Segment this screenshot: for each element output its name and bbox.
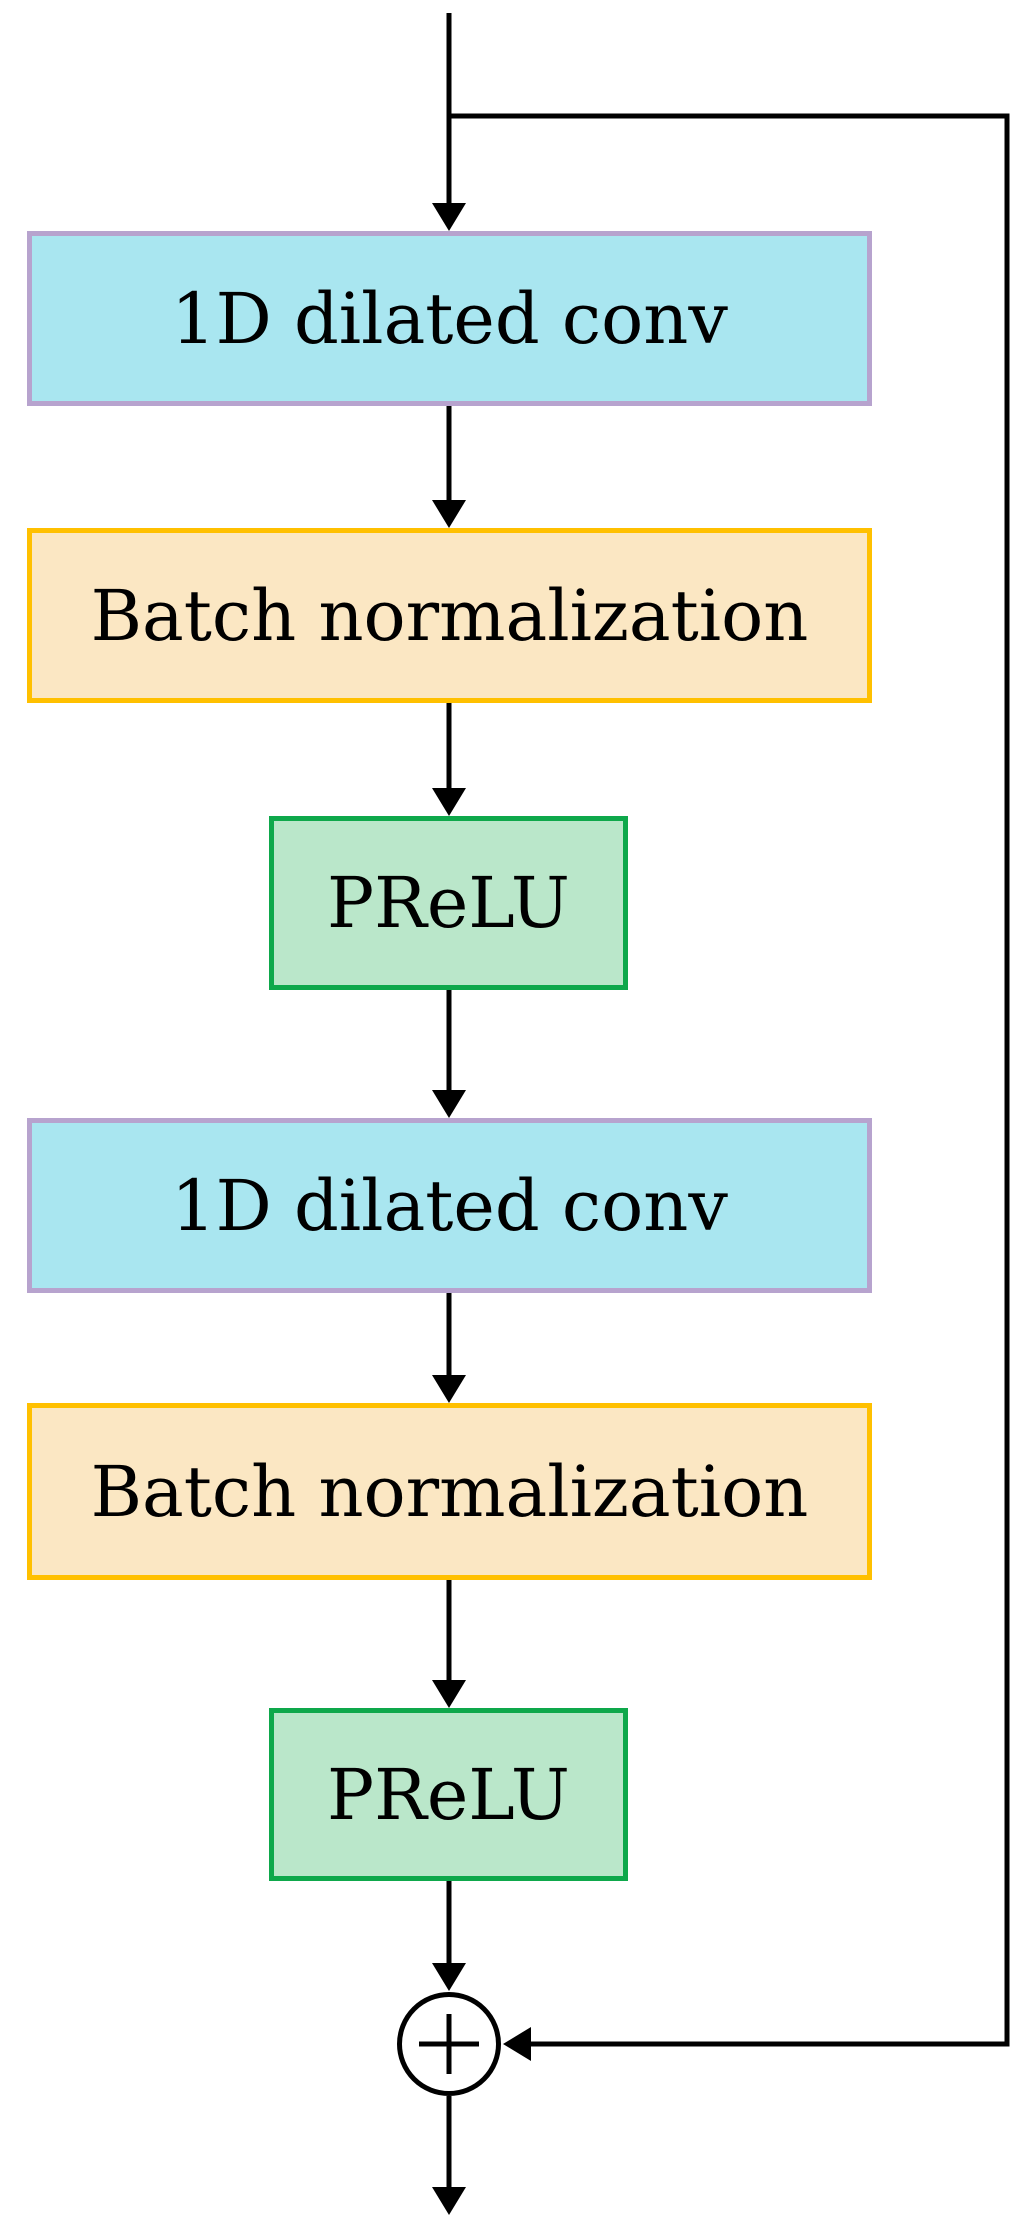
block-batch-norm-1: Batch normalization — [27, 528, 872, 703]
arrowhead-prelu1-conv2-icon — [432, 1090, 466, 1118]
arrowhead-bn1-prelu1-icon — [432, 788, 466, 816]
sum-node-icon — [397, 1992, 501, 2096]
block-dilated-conv-2: 1D dilated conv — [27, 1118, 872, 1293]
arrowhead-prelu2-sum-icon — [432, 1963, 466, 1991]
block-prelu-1: PReLU — [269, 816, 628, 990]
block-prelu-1-label: PReLU — [327, 862, 570, 944]
block-prelu-2-label: PReLU — [327, 1753, 570, 1836]
input-arrowhead-icon — [432, 203, 466, 231]
arrowhead-conv1-bn1-icon — [432, 500, 466, 528]
block-batch-norm-1-label: Batch normalization — [90, 574, 809, 657]
block-dilated-conv-1: 1D dilated conv — [27, 231, 872, 406]
skip-arrowhead-icon — [503, 2027, 531, 2061]
arrowhead-bn2-prelu2-icon — [432, 1680, 466, 1708]
block-dilated-conv-2-label: 1D dilated conv — [171, 1164, 728, 1247]
block-dilated-conv-1-label: 1D dilated conv — [171, 277, 728, 360]
block-prelu-2: PReLU — [269, 1708, 628, 1881]
output-arrowhead-icon — [432, 2187, 466, 2215]
plus-icon — [419, 2014, 479, 2074]
block-batch-norm-2: Batch normalization — [27, 1403, 872, 1580]
block-batch-norm-2-label: Batch normalization — [90, 1450, 809, 1533]
arrowhead-conv2-bn2-icon — [432, 1375, 466, 1403]
skip-connection-line — [449, 113, 1010, 2047]
